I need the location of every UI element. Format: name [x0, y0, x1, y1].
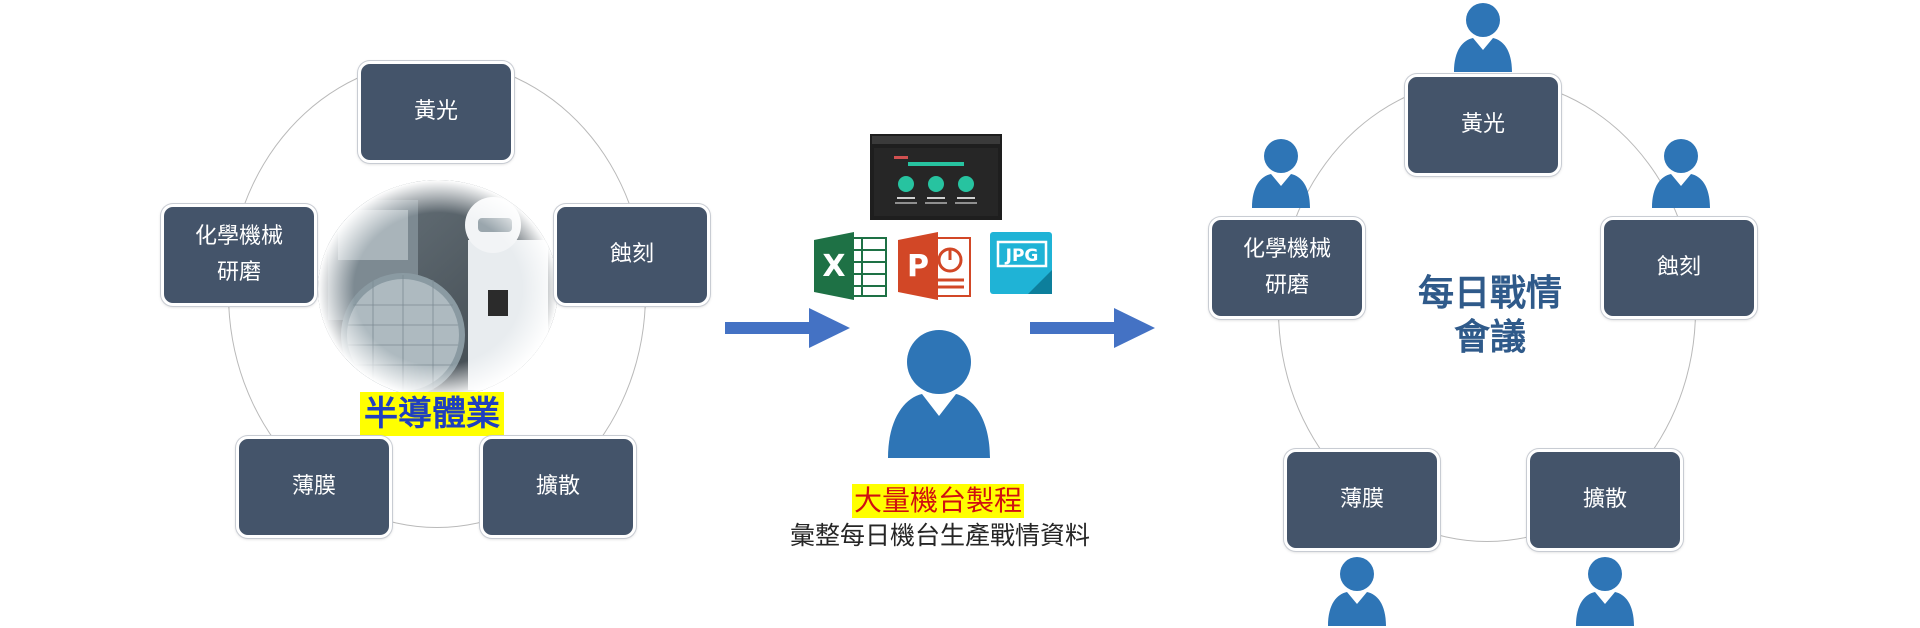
- left-node-thin-film: 薄膜: [236, 436, 392, 538]
- node-label-line1: 化學機械: [194, 224, 283, 249]
- node-label: 擴散: [535, 474, 580, 499]
- right-node-lithography: 黃光: [1405, 74, 1561, 176]
- node-label: 擴散: [1582, 487, 1627, 512]
- flow-arrow-2: [1030, 308, 1155, 348]
- left-node-cmp: 化學機械 研磨: [161, 204, 317, 306]
- dashboard-screenshot-icon: [870, 134, 1002, 220]
- participant-person-icon: [1252, 139, 1310, 208]
- title-line2: 會議: [1453, 317, 1526, 358]
- bulk-machine-process-label: 大量機台製程: [852, 484, 1025, 518]
- daily-war-room-meeting-title: 每日戰情 會議: [1390, 272, 1590, 360]
- right-node-diffusion: 擴散: [1527, 449, 1683, 551]
- node-label: 蝕刻: [1656, 255, 1701, 280]
- node-label-line2: 研磨: [1264, 273, 1309, 298]
- operator-person-icon: [888, 330, 990, 458]
- participant-person-icon: [1652, 139, 1710, 208]
- fab-worker-image: [318, 180, 558, 398]
- jpg-icon: JPG: [990, 232, 1052, 294]
- node-label: 薄膜: [291, 474, 336, 499]
- right-node-etching: 蝕刻: [1601, 217, 1757, 319]
- right-node-thin-film: 薄膜: [1284, 449, 1440, 551]
- left-node-diffusion: 擴散: [480, 436, 636, 538]
- ppt-letter: P: [907, 249, 929, 284]
- node-label: 黃光: [413, 99, 458, 124]
- node-label-line1: 化學機械: [1242, 237, 1331, 262]
- participant-person-icon: [1454, 3, 1512, 72]
- right-node-cmp: 化學機械 研磨: [1209, 217, 1365, 319]
- participant-person-icon: [1576, 557, 1634, 626]
- node-label-line2: 研磨: [216, 260, 261, 285]
- excel-letter: X: [822, 249, 845, 284]
- excel-icon: X: [814, 232, 887, 300]
- jpg-label: JPG: [1005, 246, 1039, 266]
- left-node-lithography: 黃光: [358, 61, 514, 163]
- powerpoint-icon: P: [898, 232, 971, 300]
- semiconductor-industry-label: 半導體業: [360, 392, 504, 436]
- node-label: 黃光: [1460, 112, 1505, 137]
- flow-arrow-1: [725, 308, 850, 348]
- node-label: 薄膜: [1339, 487, 1384, 512]
- node-label: 蝕刻: [609, 242, 654, 267]
- semiconductor-fab-photo: [318, 180, 558, 398]
- participant-person-icon: [1328, 557, 1386, 626]
- daily-data-summary-label: 彙整每日機台生產戰情資料: [789, 521, 1090, 550]
- title-line1: 每日戰情: [1417, 273, 1562, 314]
- left-node-etching: 蝕刻: [554, 204, 710, 306]
